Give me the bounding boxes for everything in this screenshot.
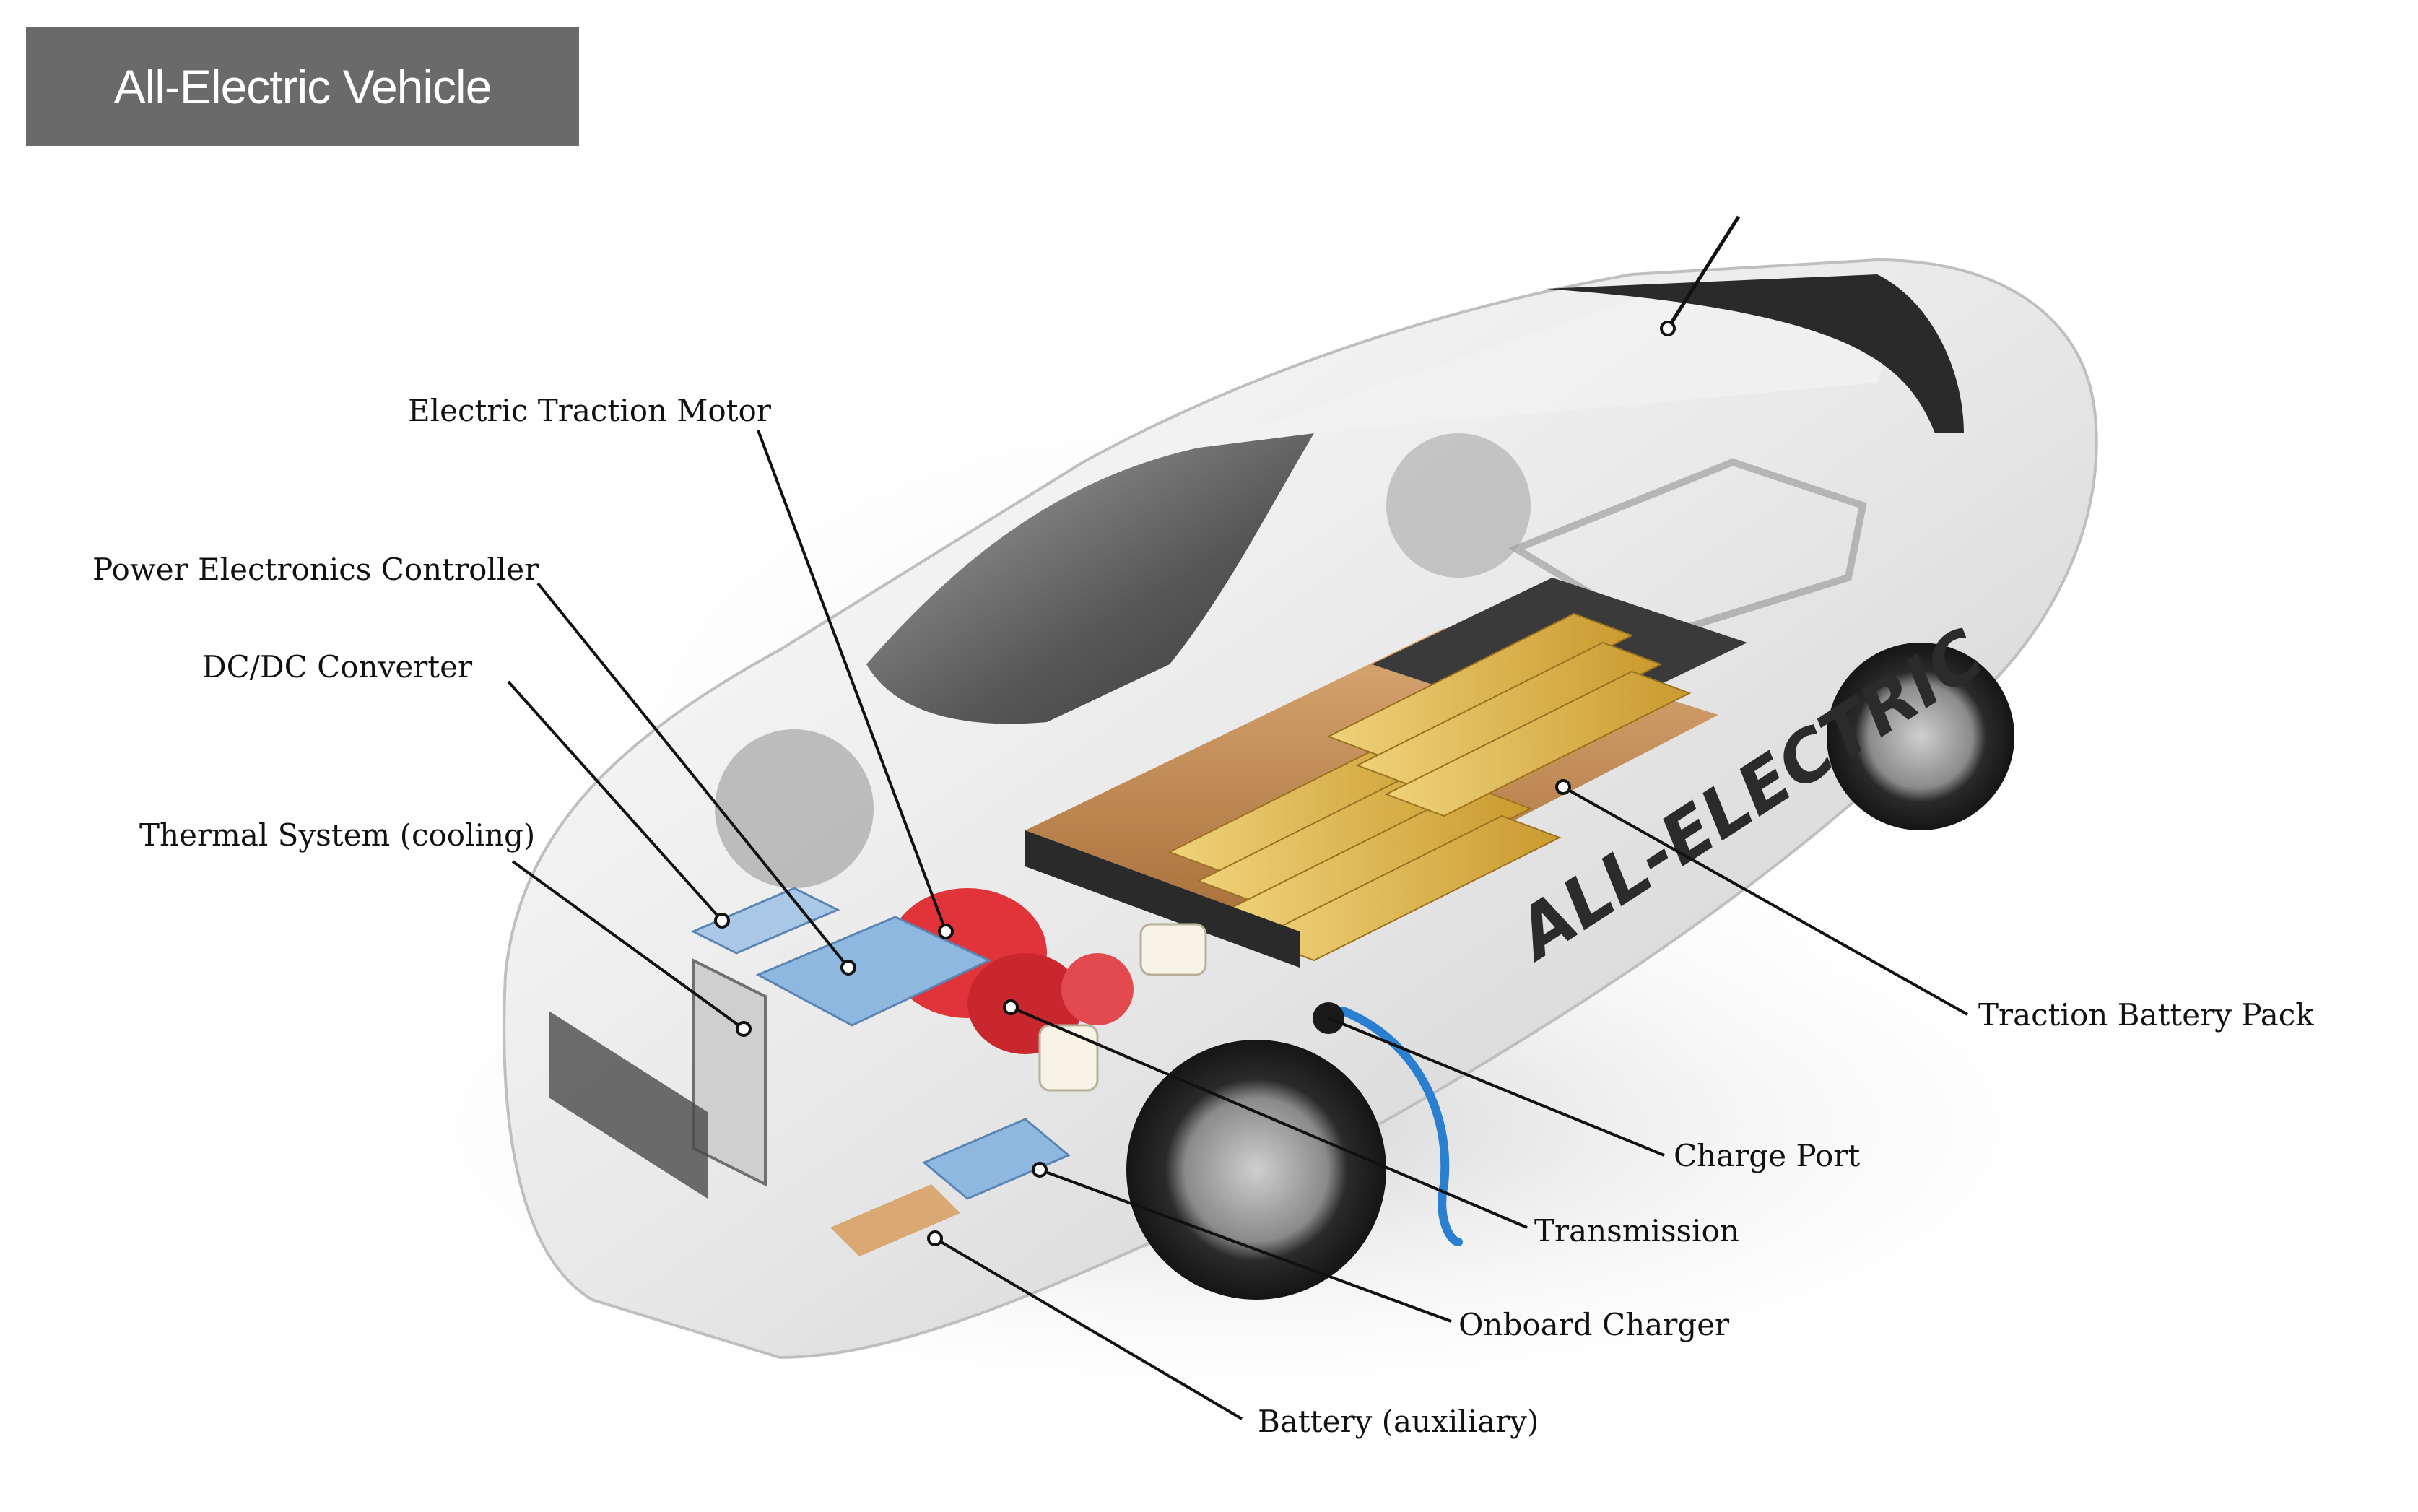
charge-cable — [1339, 1007, 1463, 1246]
label-power-electronics-controller: Power Electronics Controller — [92, 552, 539, 587]
rear-wheel-far — [1386, 433, 1531, 578]
antenna-leader-line — [1666, 215, 1741, 330]
label-battery-auxiliary: Battery (auxiliary) — [1258, 1404, 1539, 1439]
leader-lines — [507, 430, 1968, 1420]
rear-wheel — [1827, 643, 2014, 830]
leader-transmission — [1010, 1006, 1528, 1229]
label-onboard-charger: Onboard Charger — [1458, 1307, 1730, 1342]
leader-dc-dc-converter — [507, 680, 723, 922]
leader-traction-battery-pack — [1562, 786, 1968, 1016]
leader-electric-traction-motor — [757, 430, 947, 932]
roof-panel — [1199, 274, 1883, 448]
leader-dots — [714, 321, 1676, 1246]
rear-spoiler — [1545, 274, 1964, 433]
label-dc-dc-converter: DC/DC Converter — [202, 649, 473, 685]
windshield — [866, 433, 1314, 724]
label-transmission: Transmission — [1534, 1213, 1739, 1248]
page-title: All-Electric Vehicle — [113, 60, 492, 113]
leader-power-electronics-controller — [536, 582, 850, 969]
front-wheel-far — [715, 729, 874, 888]
label-charge-port: Charge Port — [1674, 1138, 1861, 1173]
traction-battery-pack-graphic — [1025, 578, 1747, 968]
front-grille — [549, 1011, 708, 1199]
radiator-graphic — [692, 957, 767, 1187]
title-banner: All-Electric Vehicle — [26, 27, 579, 146]
power-electronics-graphic — [690, 887, 1071, 1200]
leader-battery-auxiliary — [934, 1237, 1243, 1420]
label-traction-battery-pack: Traction Battery Pack — [1978, 997, 2314, 1033]
auxiliary-battery-graphic — [830, 1184, 960, 1256]
leader-charge-port — [1328, 1017, 1665, 1157]
label-electric-traction-motor: Electric Traction Motor — [408, 393, 771, 428]
leader-thermal-system — [511, 860, 745, 1030]
coolant-reservoir-2 — [1139, 923, 1207, 976]
leader-onboard-charger — [1039, 1168, 1452, 1323]
coolant-reservoir — [1038, 1024, 1099, 1092]
label-thermal-system: Thermal System (cooling) — [139, 817, 536, 853]
front-wheel — [1126, 1040, 1386, 1300]
